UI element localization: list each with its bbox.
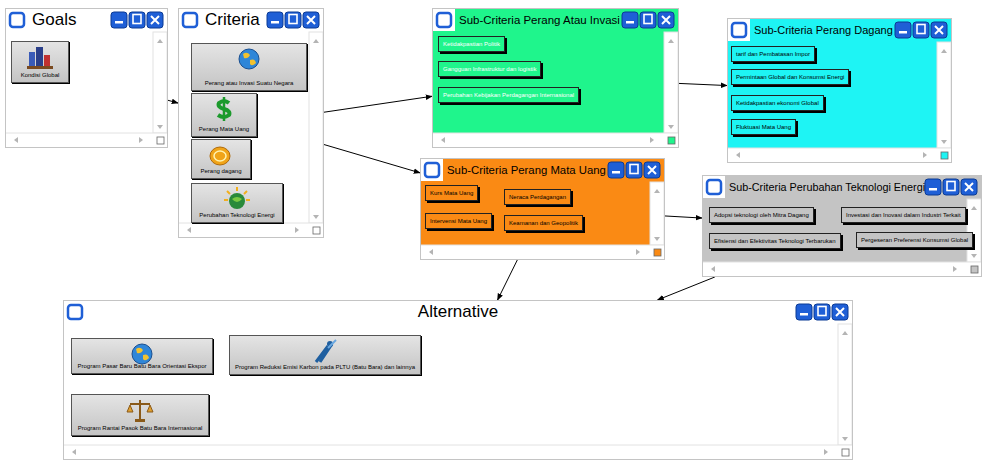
node-button: Intervensi Mata Uang: [425, 213, 492, 229]
coin-icon: [206, 142, 236, 168]
node-button: tarif dan Pembatasan Impor: [731, 46, 815, 62]
node-button: Kurs Mata Uang: [425, 185, 478, 201]
window-title: Criteria: [205, 10, 260, 30]
node-button: Ketidakpastian ekonomi Global: [731, 95, 824, 111]
node-label: Program Reduksi Emisi Karbon pada PLTU (…: [230, 363, 420, 371]
node-label: Neraca Perdagangan: [509, 193, 566, 201]
node-button: Perubahan Kebijakan Perdagangan Internas…: [438, 87, 579, 103]
icon-node-button: Program Reduksi Emisi Karbon pada PLTU (…: [229, 335, 421, 375]
node-label: Investasi dan Inovasi dalam Industri Ter…: [846, 211, 961, 219]
node-label: Kondisi Global: [12, 71, 68, 79]
node-button: Ketidakpastian Politik: [438, 36, 505, 52]
icon-node-button: Perang atau Invasi Suatu Negara: [191, 43, 307, 91]
connector-arrow: [168, 100, 178, 103]
window-title: Goals: [32, 10, 76, 30]
cluster-window: Sub-Criteria Perubahan Teknologi EnergiA…: [702, 175, 982, 277]
window-title: Sub-Criteria Perang Mata Uang: [447, 164, 606, 176]
node-label: Program Rantai Pasok Batu Bara Internasi…: [72, 424, 208, 432]
node-label: Ketidakpastian Politik: [443, 40, 500, 48]
tool-icon: [310, 338, 340, 364]
node-label: Fluktuasi Mata Uang: [736, 123, 791, 131]
cluster-window: Sub-Criteria Perang Dagang tarif dan Pemb…: [727, 18, 952, 163]
node-label: Kurs Mata Uang: [430, 189, 473, 197]
window-chrome: [433, 9, 678, 147]
node-label: Perang dagang: [192, 167, 250, 175]
connector-arrow: [657, 277, 714, 300]
icon-node-button: Program Rantai Pasok Batu Bara Internasi…: [71, 394, 209, 436]
window-title: Alternative: [418, 302, 498, 322]
connector-arrow: [324, 145, 420, 173]
energy-icon: [222, 186, 252, 212]
node-label: Keamanan dan Geopolitik: [509, 219, 578, 227]
window-chrome: [728, 19, 951, 162]
dollar-icon: [209, 96, 239, 122]
window-title: Sub-Criteria Perang Dagang: [754, 24, 893, 36]
node-label: Ketidakpastian ekonomi Global: [736, 99, 819, 107]
node-label: Perang atau Invasi Suatu Negara: [192, 79, 306, 87]
node-label: Pergeseran Preferensi Konsumsi Global: [861, 236, 968, 244]
icon-node-button: Perubahan Teknologi Energi: [191, 183, 283, 223]
node-button: Efisiensi dan Efektivitas Teknologi Terb…: [709, 233, 841, 249]
node-label: Intervensi Mata Uang: [430, 217, 487, 225]
node-label: Perang Mata Uang: [192, 125, 256, 133]
node-label: tarif dan Pembatasan Impor: [736, 50, 810, 58]
scale-icon: [125, 397, 155, 423]
node-label: Adopsi teknologi oleh Mitra Dagang: [714, 211, 809, 219]
node-button: Permintaan Global dan Konsumsi Energi: [731, 69, 849, 85]
cluster-window: GoalsKondisi Global: [5, 8, 168, 148]
connector-arrow: [665, 216, 702, 218]
node-button: Neraca Perdagangan: [504, 189, 571, 205]
city-icon: [25, 44, 55, 70]
window-title: Sub-Criteria Perubahan Teknologi Energi: [729, 181, 925, 193]
globe-icon: [234, 46, 264, 72]
node-label: Program Pasar Baru Batu Bara Orientasi E…: [72, 362, 212, 370]
node-button: Fluktuasi Mata Uang: [731, 119, 796, 135]
icon-node-button: Program Pasar Baru Batu Bara Orientasi E…: [71, 338, 213, 374]
cluster-window: CriteriaPerang atau Invasi Suatu NegaraP…: [178, 8, 324, 238]
node-label: Perubahan Teknologi Energi: [192, 211, 282, 219]
connector-arrow: [324, 96, 432, 112]
connector-arrow: [498, 260, 518, 300]
node-label: Gangguan Infrastruktur dan logistik: [443, 65, 536, 73]
icon-node-button: Perang dagang: [191, 139, 251, 179]
node-label: Efisiensi dan Efektivitas Teknologi Terb…: [714, 237, 836, 245]
node-button: Gangguan Infrastruktur dan logistik: [438, 61, 541, 77]
icon-node-button: Perang Mata Uang: [191, 93, 257, 137]
connector-arrow: [679, 83, 727, 85]
cluster-window: AlternativeProgram Pasar Baru Batu Bara …: [63, 300, 853, 460]
cluster-window: Sub-Criteria Perang Mata UangKurs Mata U…: [420, 158, 665, 260]
node-button: Investasi dan Inovasi dalam Industri Ter…: [841, 207, 966, 223]
node-button: Pergeseran Preferensi Konsumsi Global: [856, 232, 973, 248]
node-label: Permintaan Global dan Konsumsi Energi: [736, 73, 844, 81]
icon-node-button: Kondisi Global: [11, 41, 69, 83]
window-title: Sub-Criteria Perang Atau Invasi: [459, 14, 620, 26]
node-button: Adopsi teknologi oleh Mitra Dagang: [709, 207, 814, 223]
node-button: Keamanan dan Geopolitik: [504, 215, 583, 231]
node-label: Perubahan Kebijakan Perdagangan Internas…: [443, 91, 574, 99]
cluster-window: Sub-Criteria Perang Atau InvasiKetidakpa…: [432, 8, 679, 148]
